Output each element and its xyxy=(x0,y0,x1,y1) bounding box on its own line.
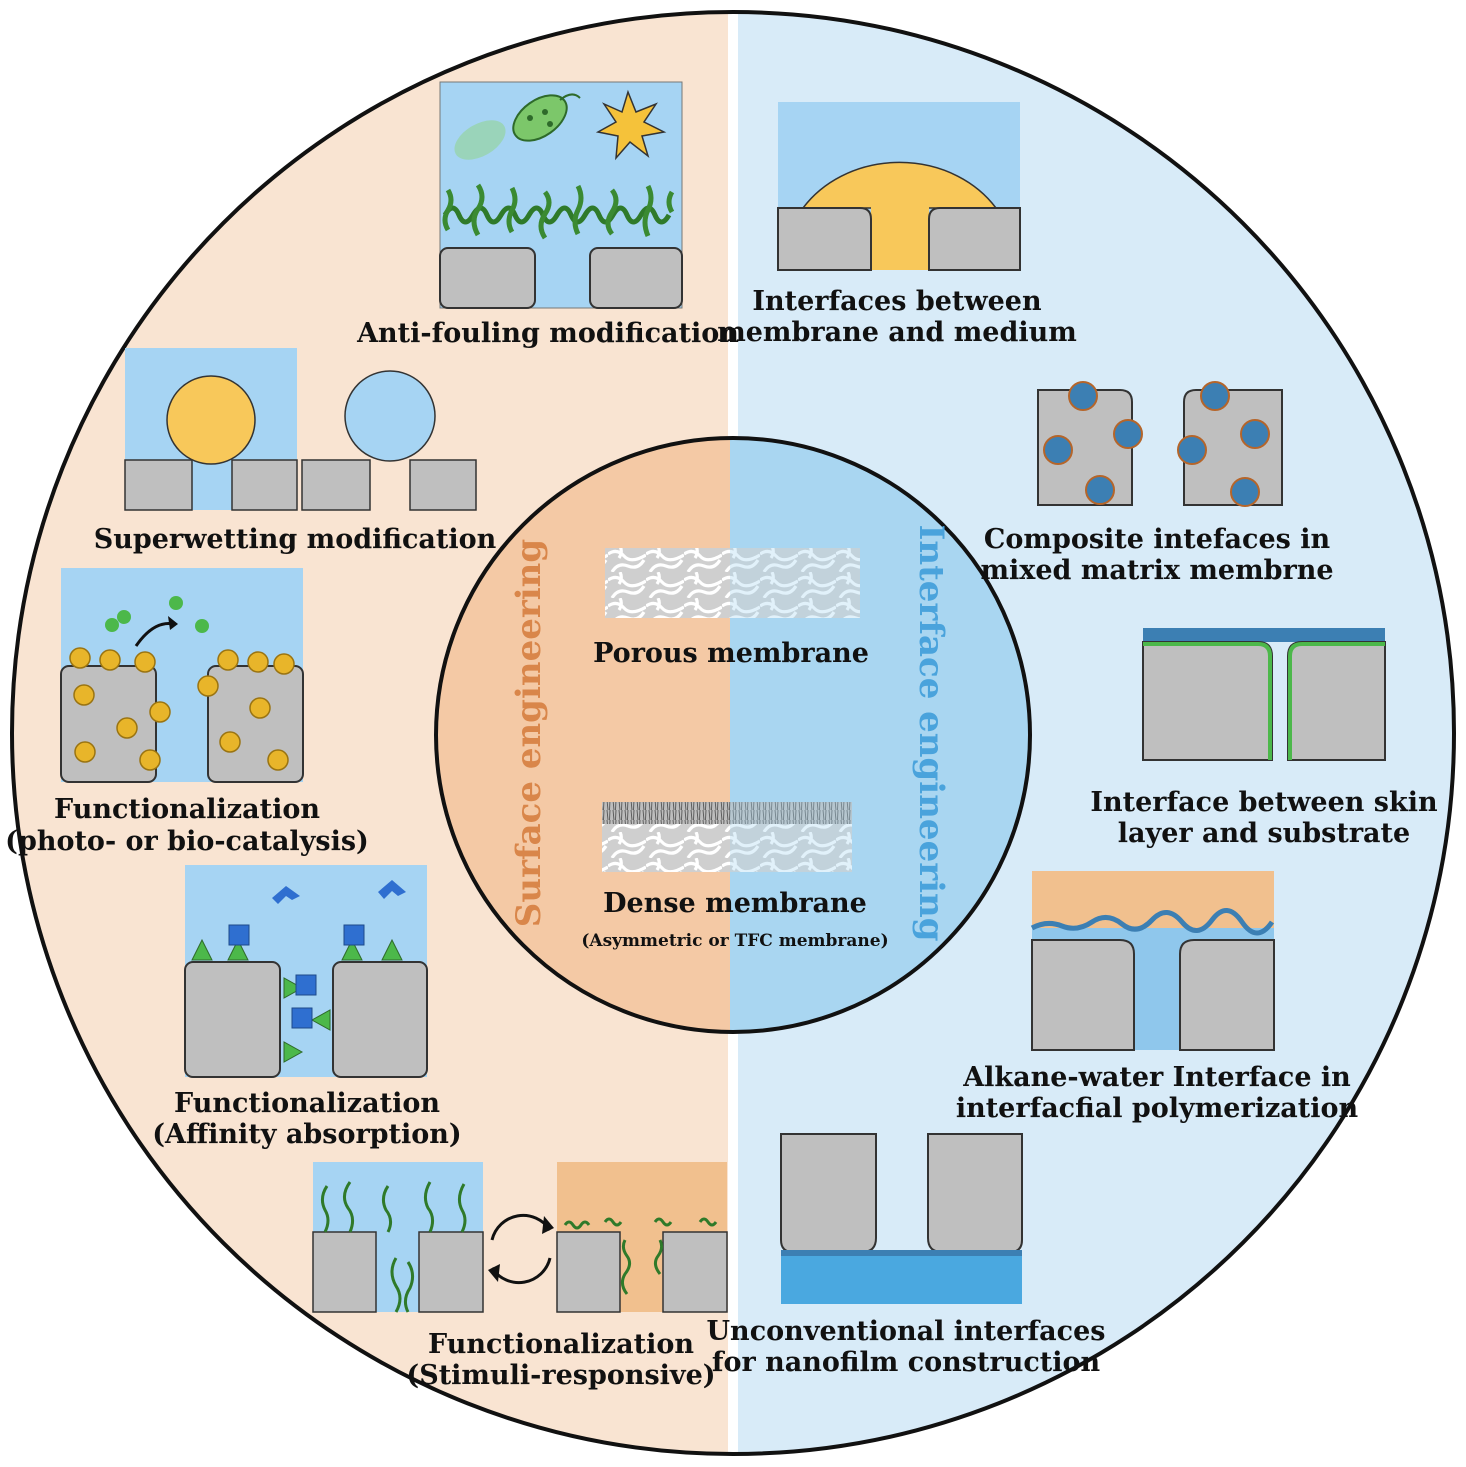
composite-panel xyxy=(1037,381,1283,507)
alkane-panel xyxy=(1030,871,1275,1051)
burst-icon xyxy=(595,89,667,161)
nanofilm-label-line1: Unconventional interfaces xyxy=(707,1316,1106,1347)
catalysis-label-line2: (photo- or bio-catalysis) xyxy=(5,826,369,857)
oil-droplet xyxy=(166,375,256,465)
medium-label-line2: membrane and medium xyxy=(717,317,1077,348)
interface-engineering-title: Interface engineering xyxy=(911,524,951,941)
dense-membrane-support xyxy=(602,824,852,872)
catalysis-label-line1: Functionalization xyxy=(54,794,320,825)
affinity-label-line2: (Affinity absorption) xyxy=(152,1119,461,1150)
water-droplet xyxy=(344,370,436,462)
target-molecule-icon xyxy=(378,880,406,899)
dense-membrane-skin xyxy=(602,802,852,824)
outer-circle-border xyxy=(10,10,1456,1456)
dense-membrane-label: Dense membrane xyxy=(603,888,867,919)
antifouling-panel xyxy=(439,81,683,309)
target-molecule-icon xyxy=(272,886,300,904)
antifouling-label: Anti-fouling modification xyxy=(356,318,739,349)
stimuli-panel xyxy=(312,1162,728,1313)
surface-engineering-title: Surface engineering xyxy=(509,539,549,927)
alkane-label-line1: Alkane-water Interface in xyxy=(962,1062,1351,1093)
bacteria-icon xyxy=(454,120,506,160)
center-circle-border xyxy=(434,436,1032,1034)
medium-label-line1: Interfaces between xyxy=(752,286,1042,317)
porous-membrane-right-tint xyxy=(730,548,860,618)
medium-panel xyxy=(777,102,1021,271)
nanofilm-label-line2: for nanofilm construction xyxy=(712,1347,1101,1378)
stimuli-label-line1: Functionalization xyxy=(428,1329,694,1360)
affinity-panel xyxy=(184,865,428,1078)
catalysis-panel xyxy=(60,568,304,783)
affinity-label-line1: Functionalization xyxy=(174,1088,440,1119)
nanofilm-panel xyxy=(780,1133,1023,1304)
porous-membrane-image xyxy=(605,548,860,618)
dense-membrane-note: (Asymmetric or TFC membrane) xyxy=(581,931,888,951)
composite-label-line1: Composite intefaces in xyxy=(984,524,1331,555)
stimuli-label-line2: (Stimuli-responsive) xyxy=(406,1360,715,1391)
bacteria-icon xyxy=(512,94,568,142)
skin-panel xyxy=(1142,628,1386,761)
skin-label-line2: layer and substrate xyxy=(1118,818,1410,849)
dense-membrane-right-tint xyxy=(730,802,852,872)
composite-label-line2: mixed matrix membrne xyxy=(980,555,1333,586)
porous-membrane-label: Porous membrane xyxy=(593,638,869,669)
superwetting-label: Superwetting modification xyxy=(94,524,497,555)
alkane-label-line2: interfacfial polymerization xyxy=(956,1093,1359,1124)
superwetting-panel xyxy=(124,348,477,511)
skin-label-line1: Interface between skin xyxy=(1090,787,1438,818)
